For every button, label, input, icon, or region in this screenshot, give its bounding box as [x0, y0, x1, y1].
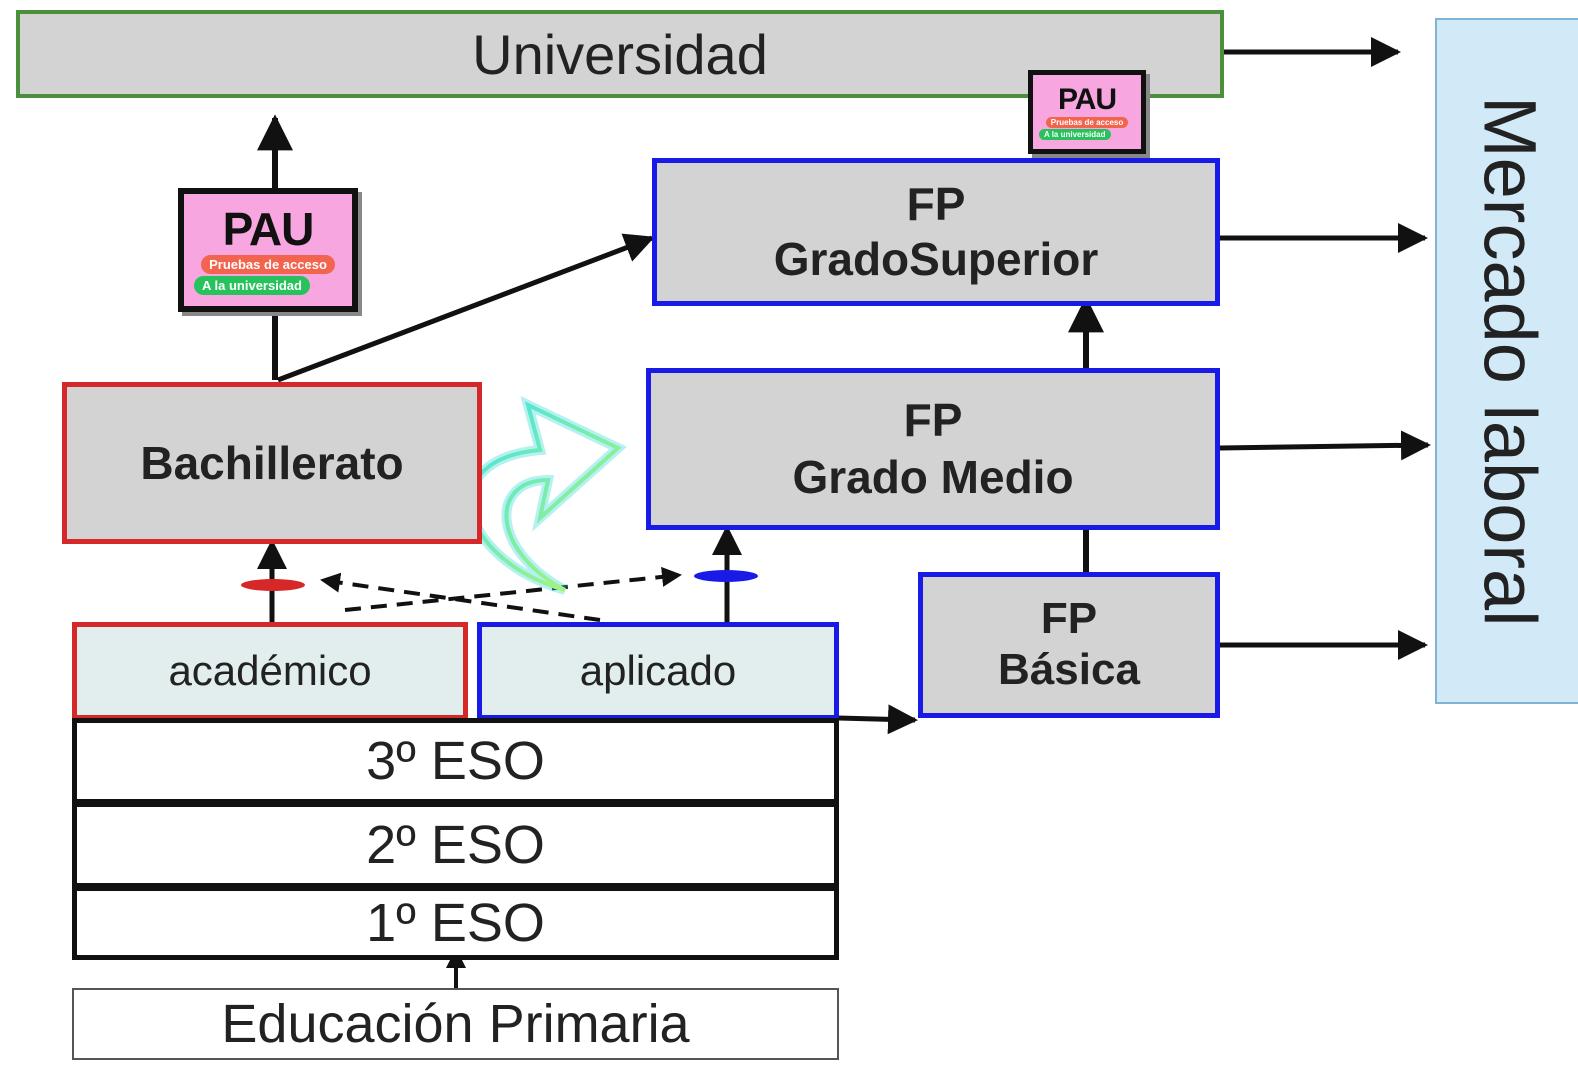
blue-exam-marker — [694, 570, 758, 582]
pau-small-line1: Pruebas de acceso — [1045, 116, 1129, 128]
aplicado-label: aplicado — [579, 647, 737, 694]
arrow-fpmedio-mercado — [1219, 430, 1431, 461]
fp-superior-line1: FP — [906, 177, 966, 230]
universidad-label: Universidad — [472, 22, 768, 86]
dashed-arrow-to-aplicado — [344, 566, 682, 612]
curved-transition-arrow-icon — [465, 395, 627, 595]
eso3-label: 3º ESO — [366, 731, 545, 791]
fp-medio-line2: Grado Medio — [792, 451, 1074, 503]
fp-superior-line2: GradoSuperior — [773, 233, 1099, 285]
eso1-box: 1º ESO — [72, 886, 839, 960]
academico-label: académico — [168, 647, 372, 694]
academico-box: académico — [72, 622, 468, 720]
fp-basica-line1: FP — [1040, 594, 1098, 644]
pau-line1: Pruebas de acceso — [201, 254, 335, 274]
pau-badge-large: PAU Pruebas de acceso A la universidad — [178, 188, 358, 312]
pau-line2: A la universidad — [194, 275, 310, 295]
arrow-bachillerato-fpsuperior — [277, 233, 655, 383]
fp-grado-superior-box: FP GradoSuperior — [652, 158, 1220, 306]
bachillerato-box: Bachillerato — [62, 382, 482, 544]
fp-medio-line1: FP — [903, 393, 963, 446]
dashed-arrow-to-academico — [320, 572, 601, 622]
fp-grado-medio-box: FP Grado Medio — [646, 368, 1220, 530]
fp-basica-box: FP Básica — [918, 572, 1220, 718]
bachillerato-label: Bachillerato — [140, 437, 404, 489]
universidad-box: Universidad — [16, 10, 1224, 98]
pau-badge-small: PAU Pruebas de acceso A la universidad — [1028, 70, 1146, 154]
arrow-eso-fpbasica — [837, 704, 918, 735]
aplicado-box: aplicado — [477, 622, 839, 720]
eso3-box: 3º ESO — [72, 718, 839, 804]
primaria-box: Educación Primaria — [72, 988, 839, 1060]
fp-basica-line2: Básica — [998, 645, 1140, 694]
mercado-laboral-box: Mercado laboral — [1435, 18, 1578, 704]
red-exam-marker — [241, 579, 305, 591]
mercado-laboral-label: Mercado laboral — [1468, 95, 1552, 627]
eso2-box: 2º ESO — [72, 802, 839, 888]
primaria-label: Educación Primaria — [221, 994, 690, 1054]
pau-title: PAU — [222, 202, 315, 255]
eso2-label: 2º ESO — [366, 815, 545, 875]
eso1-label: 1º ESO — [366, 893, 545, 953]
pau-small-line2: A la universidad — [1039, 128, 1111, 140]
pau-small-title: PAU — [1057, 82, 1117, 116]
